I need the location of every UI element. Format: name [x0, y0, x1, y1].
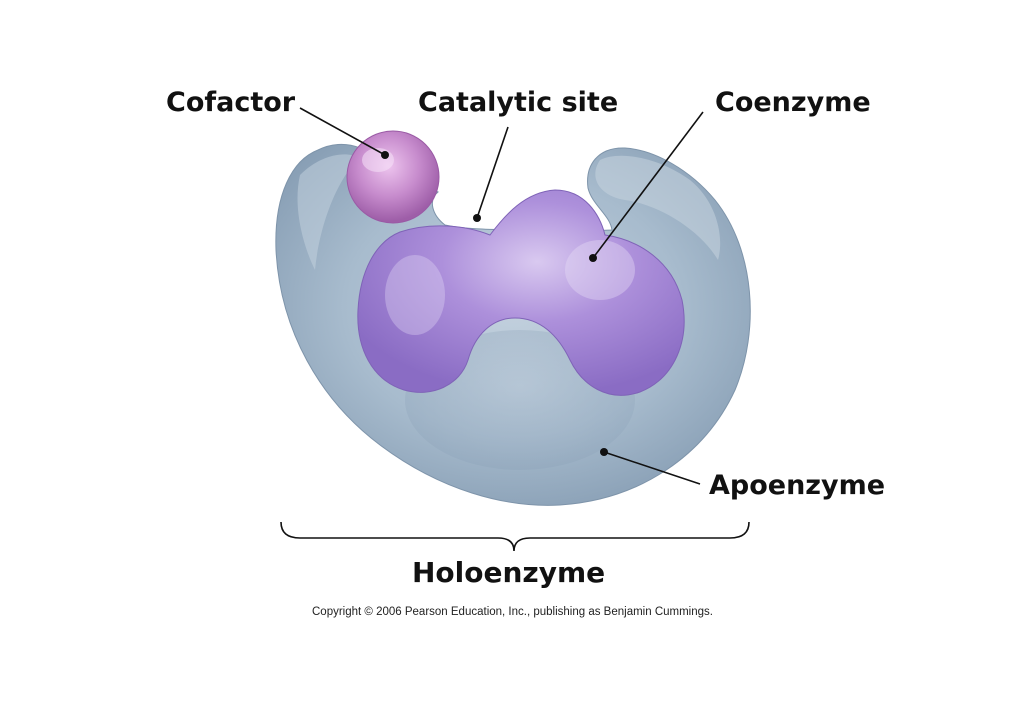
copyright-notice: Copyright © 2006 Pearson Education, Inc.… [312, 606, 713, 618]
leader-coenzyme [589, 111, 704, 262]
label-catalytic-site: Catalytic site [418, 87, 618, 118]
leader-cofactor [299, 107, 389, 159]
label-apoenzyme: Apoenzyme [709, 470, 885, 501]
label-coenzyme: Coenzyme [715, 87, 871, 118]
cofactor-shape [346, 130, 440, 224]
holoenzyme-brace [280, 521, 750, 552]
label-cofactor: Cofactor [166, 87, 296, 118]
coenzyme-shape [357, 189, 685, 396]
leader-apoenzyme [600, 448, 701, 485]
leader-catalytic-site [473, 126, 509, 222]
label-holoenzyme: Holoenzyme [412, 556, 605, 589]
